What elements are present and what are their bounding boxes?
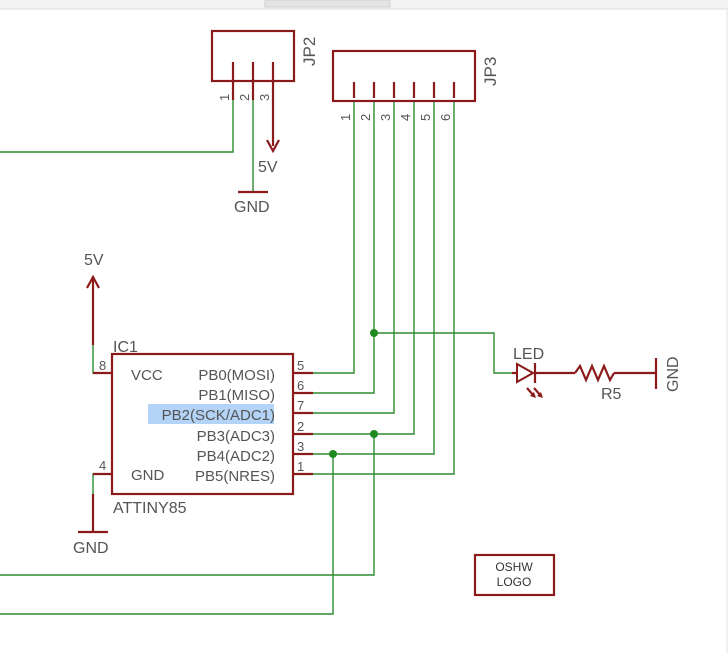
ic1-5v-supply: 5V	[84, 252, 104, 345]
led-gnd-symbol: GND	[654, 356, 682, 392]
ic1-pin-pb4: PB4(ADC2)	[197, 448, 275, 465]
ic1-pin-num-3: 3	[297, 439, 304, 454]
ic1-pin-vcc-num: 8	[99, 358, 106, 373]
ic1-5v-label: 5V	[84, 252, 104, 269]
ic1-pin-num-6: 6	[297, 378, 304, 393]
jp3-pin-5: 5	[418, 114, 433, 121]
wire-jp3-pin4	[313, 100, 415, 435]
wire-led-branch	[374, 332, 512, 374]
jp2-label: JP2	[300, 37, 319, 66]
junction-dot	[370, 329, 378, 337]
ic1-pin-num-7: 7	[297, 398, 304, 413]
jp2-5v-supply: 5V	[258, 139, 280, 176]
jp3-label: JP3	[481, 57, 500, 86]
jp3-connector[interactable]: JP3 1 2 3 4 5 6	[331, 49, 500, 121]
jp3-pin-3: 3	[378, 114, 393, 121]
led-symbol[interactable]: LED	[512, 346, 575, 398]
jp2-5v-label: 5V	[258, 159, 278, 176]
ic1-pin-num-1: 1	[297, 459, 304, 474]
ic1-gnd-label: GND	[131, 467, 165, 484]
wire-jp3-pin1	[313, 100, 355, 374]
jp2-connector[interactable]: JP2 1 2 3	[210, 29, 319, 146]
jp3-pin-6: 6	[438, 114, 453, 121]
wire-jp3-pin6	[313, 100, 455, 475]
ic1-pin-pb5: PB5(NRES)	[195, 468, 275, 485]
jp2-pin-2: 2	[237, 94, 252, 101]
wire-ic-gnd	[92, 473, 112, 532]
ic1-pin-pb2: PB2(SCK/ADC1)	[162, 407, 275, 424]
wire-jp3-pin2	[313, 100, 375, 394]
top-ruler	[0, 0, 728, 10]
jp3-pin-2: 2	[358, 114, 373, 121]
ic1-pin-pb1: PB1(MISO)	[198, 387, 275, 404]
text-selection-highlight	[148, 404, 274, 424]
ic1-gnd-symbol-label: GND	[73, 540, 109, 557]
wire-jp3-pin5	[313, 100, 435, 455]
ic1-pin-pb0: PB0(MOSI)	[198, 367, 275, 384]
jp2-pin-3: 3	[257, 94, 272, 101]
ic1-attiny85[interactable]: 5V IC1 8 4 VCC GND PB0(MOSI) PB1(MISO) P…	[84, 252, 313, 517]
jp2-pin-1: 1	[217, 94, 232, 101]
ic1-pin-gnd-num: 4	[99, 458, 106, 473]
ic1-gnd-symbol: GND	[73, 494, 109, 557]
wires	[0, 100, 512, 615]
oshw-logo-block[interactable]: OSHW LOGO	[473, 553, 556, 597]
ic1-value-label: ATTINY85	[113, 500, 187, 517]
ic1-pin-pb3: PB3(ADC3)	[197, 428, 275, 445]
jp3-pin-4: 4	[398, 114, 413, 121]
wire-jp2-pin1	[0, 100, 234, 153]
ic1-pin-num-2: 2	[297, 419, 304, 434]
jp2-gnd-symbol: GND	[234, 190, 270, 216]
ic1-vcc-label: VCC	[131, 367, 163, 384]
jp3-pin-1: 1	[338, 114, 353, 121]
ic1-pin-num-5: 5	[297, 358, 304, 373]
led-label: LED	[513, 346, 544, 363]
led-gnd-label: GND	[665, 356, 682, 392]
r5-resistor[interactable]: R5	[574, 363, 656, 403]
junction-dot	[329, 450, 337, 458]
logo-line-1: OSHW	[495, 560, 533, 574]
junction-dot	[370, 430, 378, 438]
wire-jp3-pin3	[313, 100, 395, 414]
ic1-ref-label: IC1	[113, 339, 138, 356]
wire-pb4-left	[0, 454, 334, 615]
wire-pb3-left	[0, 434, 375, 576]
r5-label: R5	[601, 386, 622, 403]
logo-line-2: LOGO	[497, 575, 532, 589]
junctions	[329, 329, 378, 458]
jp2-gnd-label: GND	[234, 199, 270, 216]
